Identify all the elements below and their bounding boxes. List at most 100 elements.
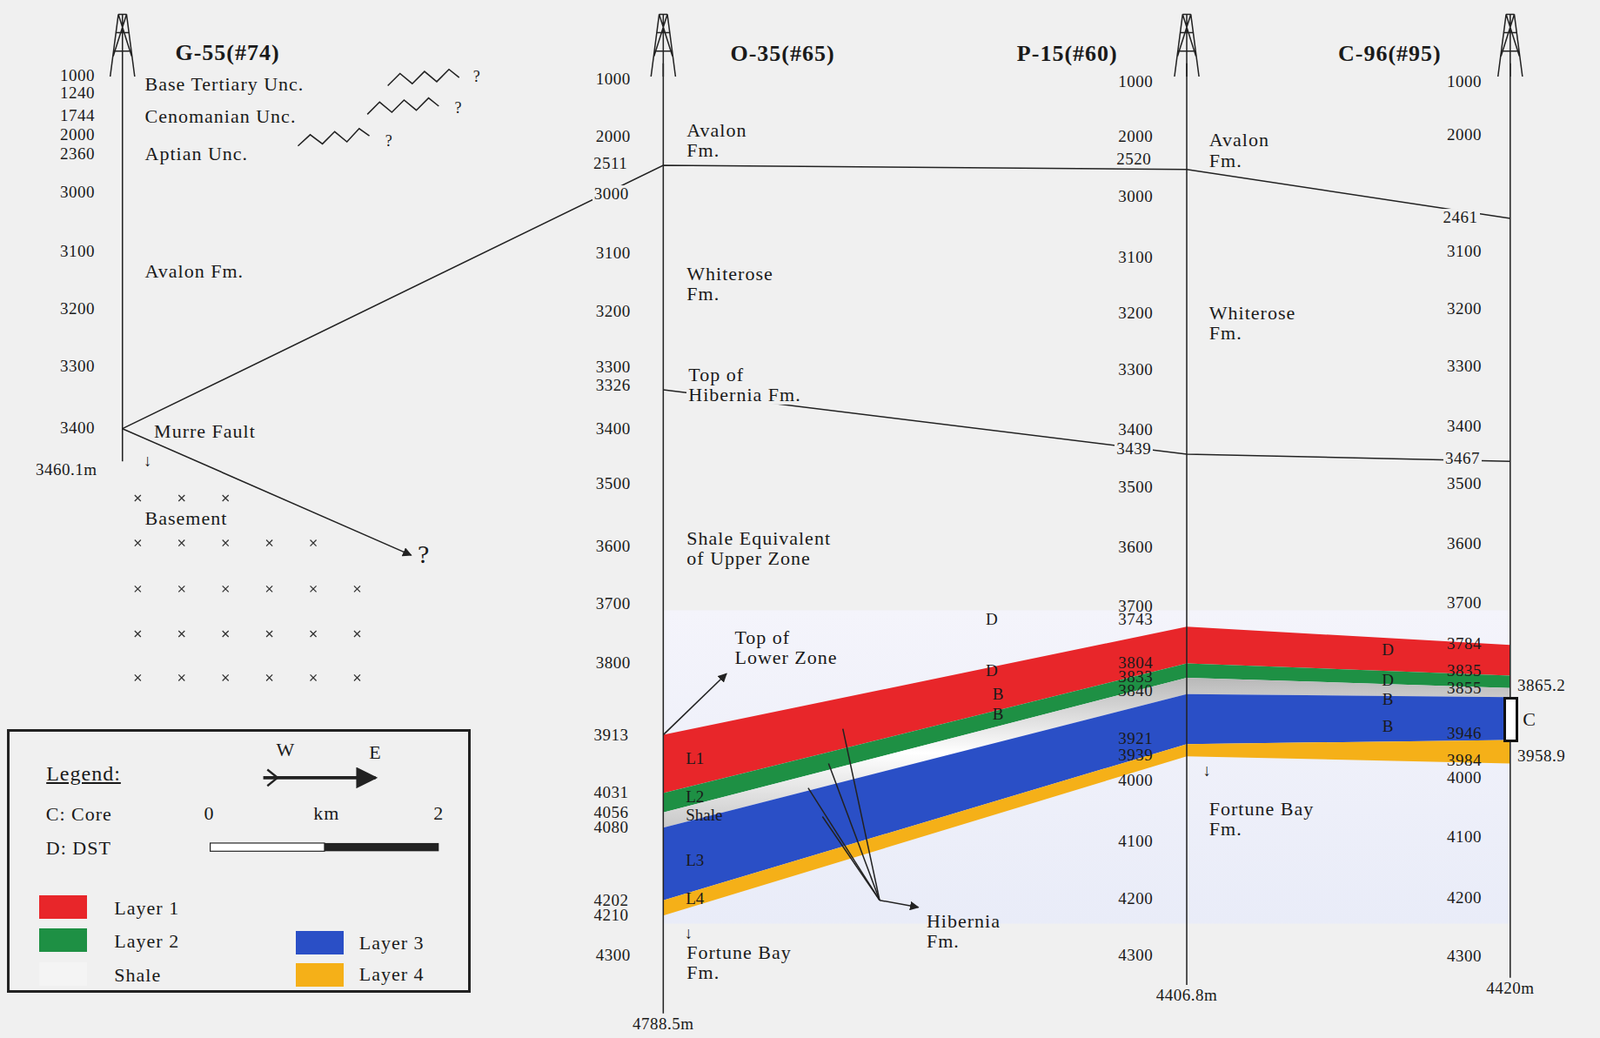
depth-label: 3913 [593, 726, 629, 744]
depth-label: 3855 [1446, 679, 1482, 697]
depth-label: 2000 [1117, 127, 1153, 146]
depth-label: 3200 [60, 300, 95, 318]
depth-label: 4300 [595, 946, 631, 965]
depth-label: D [985, 662, 998, 680]
formation-label: Shale Equivalent of Upper Zone [686, 528, 842, 569]
basement-cross [310, 674, 317, 681]
basement-cross [222, 495, 229, 502]
derrick-symbol [1498, 13, 1523, 77]
depth-label: 3000 [592, 185, 631, 203]
formation-label: 2 [433, 803, 444, 824]
basement-cross [310, 630, 317, 637]
depth-label: 1000 [1117, 73, 1153, 91]
basement-cross [134, 674, 141, 681]
depth-label: B [992, 685, 1005, 703]
depth-label: 2511 [593, 154, 628, 173]
basement-cross [178, 585, 185, 592]
formation-label: Top of Lower Zone [734, 627, 844, 668]
depth-label: 4200 [1446, 889, 1482, 907]
basement-cross [134, 540, 141, 547]
formation-label: Whiterose Fm. [686, 263, 783, 304]
core-box: C [1503, 696, 1520, 743]
derrick-symbol [1174, 13, 1199, 77]
depth-label: 3300 [1446, 357, 1482, 375]
basement-cross [266, 674, 273, 681]
legend-text: Layer 2 [113, 930, 180, 951]
depth-label: 3100 [1117, 248, 1153, 267]
depth-label: 4100 [1117, 832, 1153, 851]
core-label: C [1522, 709, 1537, 730]
depth-label: 3400 [1446, 417, 1482, 436]
depth-label: 3300 [60, 357, 95, 375]
depth-label: 4080 [593, 818, 629, 837]
depth-label: 3700 [1446, 594, 1482, 612]
basement-cross [178, 540, 185, 547]
derrick-symbol [650, 13, 676, 77]
depth-label: 3800 [595, 655, 631, 673]
legend-swatch [39, 962, 88, 986]
depth-label: 4420m [1486, 979, 1534, 998]
depth-label: 4300 [1117, 946, 1153, 965]
depth-label: 3500 [1117, 478, 1153, 496]
depth-label: D [985, 610, 998, 629]
depth-label: 3100 [60, 242, 95, 261]
depth-label: 3439 [1114, 440, 1153, 458]
basement-cross [354, 674, 361, 681]
depth-label: ? [473, 68, 481, 86]
depth-label: 3467 [1443, 449, 1482, 468]
depth-label: 4200 [1117, 890, 1153, 908]
depth-label: L3 [685, 851, 704, 870]
well-name: C-96(#95) [1338, 42, 1442, 67]
basement-cross [178, 630, 185, 637]
legend-swatch [295, 963, 344, 987]
basement-cross [222, 585, 229, 592]
basement-cross [178, 495, 185, 502]
basement-cross [310, 585, 317, 592]
legend-swatch [39, 895, 88, 919]
depth-label: 3300 [595, 358, 631, 376]
depth-label: ? [417, 540, 429, 569]
legend-text: Layer 1 [113, 897, 180, 918]
formation-label: Avalon Fm. [686, 120, 761, 161]
depth-label: 3946 [1446, 724, 1482, 743]
formation-label: Fortune Bay Fm. [1209, 798, 1332, 839]
depth-label: 1000 [60, 66, 95, 85]
formation-label: W [276, 740, 296, 761]
depth-label: 3200 [1446, 300, 1482, 318]
depth-label: L1 [685, 749, 704, 768]
depth-label: 4210 [593, 906, 629, 924]
legend-text: Layer 4 [359, 964, 425, 985]
formation-label: Fortune Bay Fm. [686, 942, 809, 983]
depth-label: 3100 [1446, 242, 1482, 261]
formation-label: Hibernia Fm. [926, 910, 1018, 951]
depth-label: 2000 [60, 126, 95, 144]
formation-label: Cenomanian Unc. [145, 106, 297, 127]
depth-label: 2360 [60, 145, 95, 163]
formation-label: Avalon Fm. [145, 261, 244, 282]
depth-label: 3200 [1117, 304, 1153, 322]
formation-label: km [313, 803, 340, 824]
depth-label: Shale [685, 806, 723, 824]
basement-cross [222, 540, 229, 547]
formation-label: Top of Hibernia Fm. [686, 364, 809, 405]
depth-label: B [992, 705, 1005, 724]
depth-label: 4788.5m [632, 1015, 695, 1033]
depth-label: 3784 [1446, 635, 1482, 653]
legend-text: C: Core [46, 804, 113, 825]
depth-label: 3865.2 [1517, 676, 1566, 695]
basement-cross [266, 540, 273, 547]
depth-label: 3984 [1446, 751, 1482, 770]
depth-label: 3835 [1446, 662, 1482, 680]
basement-cross [134, 495, 141, 502]
basement-cross [266, 585, 273, 592]
basement-cross [354, 630, 361, 637]
depth-label: 3400 [1117, 421, 1153, 439]
depth-label: 3400 [60, 419, 95, 437]
depth-label: 3743 [1117, 610, 1153, 629]
depth-label: ? [385, 132, 393, 149]
depth-label: 3600 [1117, 538, 1153, 556]
depth-label: D [1381, 671, 1394, 690]
depth-label: 3840 [1117, 682, 1153, 700]
depth-label: L4 [685, 890, 704, 908]
depth-label: 3500 [595, 475, 631, 493]
